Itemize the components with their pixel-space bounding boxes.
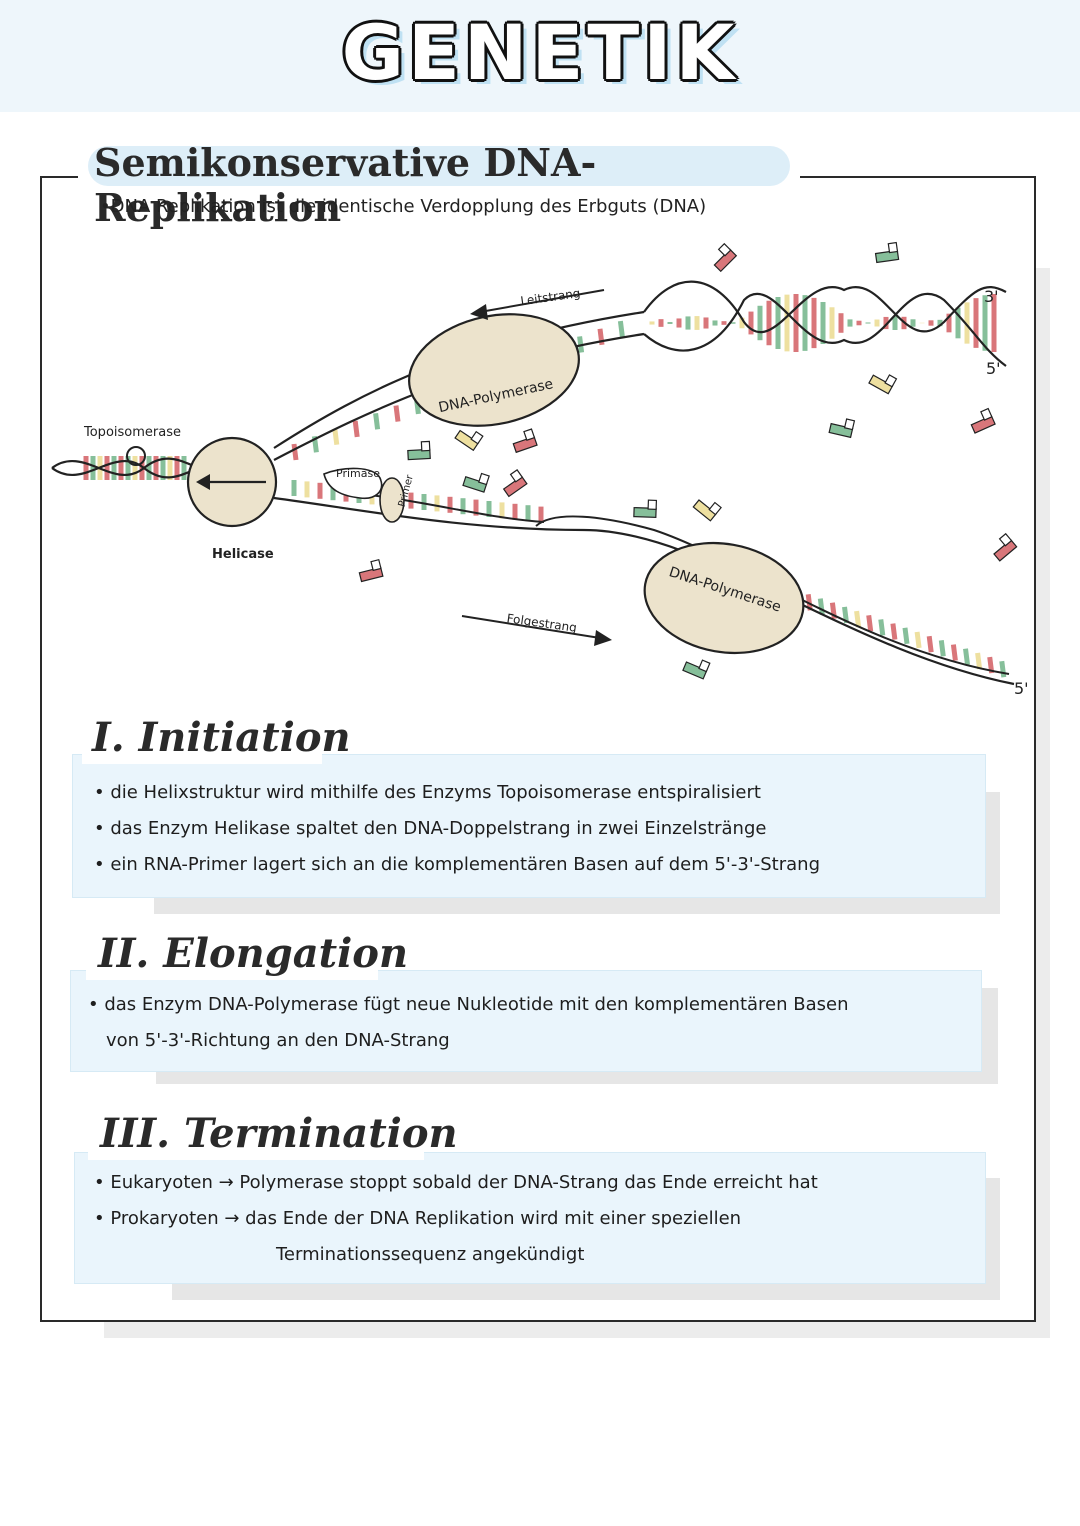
base-pair: [890, 623, 898, 640]
free-nucleotide: [868, 374, 898, 395]
end-5-top-label: 5': [986, 359, 1001, 378]
base-pair: [878, 619, 886, 636]
helicase-arrowhead: [196, 474, 210, 490]
stage-3-line-3: Terminationssequenz angekündigt: [276, 1244, 585, 1265]
base-pair: [902, 627, 910, 645]
base-pair: [950, 644, 958, 661]
base-pair: [332, 428, 340, 445]
stage-2-line-2: von 5'-3'-Richtung an den DNA-Strang: [106, 1030, 450, 1051]
helicase-label: Helicase: [212, 547, 274, 562]
end-3-label: 3': [984, 287, 999, 306]
base-pair: [999, 660, 1007, 678]
folgestrang-label: Folgestrang: [506, 611, 578, 635]
free-nucleotide: [512, 428, 538, 454]
base-pair: [975, 652, 983, 670]
free-nucleotide: [633, 499, 658, 519]
left-helix-strand-a: [51, 457, 195, 476]
stage-3-title: III. Termination: [100, 1110, 458, 1157]
base-pair: [938, 640, 946, 657]
stage-3-line-1: • Eukaryoten → Polymerase stoppt sobald …: [94, 1172, 818, 1193]
primer: [379, 477, 405, 523]
primase: [323, 467, 383, 500]
base-pair: [914, 631, 922, 649]
base-pair: [866, 614, 874, 632]
end-5-bottom-label: 5': [1014, 679, 1029, 698]
free-nucleotide: [407, 440, 431, 461]
base-pair: [926, 635, 934, 653]
stage-3-line-2: • Prokaryoten → das Ende der DNA Replika…: [94, 1208, 742, 1229]
folgestrang-arrowhead: [594, 630, 612, 646]
stage-2-line-1: • das Enzym DNA-Polymerase fügt neue Nuk…: [88, 994, 849, 1015]
base-pair: [373, 412, 381, 430]
base-pair: [854, 610, 862, 628]
page-title: GENETIK: [341, 8, 739, 97]
free-nucleotide: [828, 418, 856, 439]
stage-1-title: I. Initiation: [92, 714, 351, 761]
free-nucleotide: [692, 499, 722, 522]
free-nucleotide: [682, 659, 711, 680]
dna-replication-diagram: Topoisomerase Helicase Primase Primer DN…: [51, 241, 1029, 698]
stage-2-title-backdrop: [86, 932, 378, 980]
base-pair: [393, 405, 401, 422]
free-nucleotide: [874, 241, 900, 264]
free-nucleotide: [713, 242, 738, 273]
stage-1-line-1: • die Helixstruktur wird mithilfe des En…: [94, 782, 761, 803]
section-heading: Semikonservative DNA-Replikation: [94, 140, 597, 230]
stage-1-line-3: • ein RNA-Primer lagert sich an die komp…: [94, 854, 820, 875]
base-pair: [817, 598, 825, 615]
free-nucleotide: [970, 407, 996, 434]
base-pair: [352, 420, 360, 438]
stage-1-box: [72, 754, 986, 898]
base-pair: [291, 443, 299, 461]
header-band: [0, 0, 1080, 112]
right-helix-strand-b: [643, 292, 1007, 367]
stage-1-line-2: • das Enzym Helikase spaltet den DNA-Dop…: [94, 818, 767, 839]
stage-3-title-backdrop: [88, 1112, 424, 1160]
free-nucleotide: [358, 558, 384, 583]
free-nucleotide: [502, 469, 528, 498]
stage-3-box: [74, 1152, 986, 1284]
free-nucleotide: [454, 429, 484, 452]
free-nucleotide: [462, 472, 490, 493]
stage-2-title: II. Elongation: [98, 930, 409, 977]
left-helix-strand-b: [51, 460, 195, 479]
intro-text: •DNA Replikation ist die identische Verd…: [100, 196, 707, 217]
leitstrang-arrowhead: [470, 304, 488, 320]
dna-polymerase-top: [408, 313, 580, 427]
leitstrang-label: Leitstrang: [520, 286, 582, 308]
topoisomerase-ring: [126, 446, 146, 466]
base-pair: [617, 320, 625, 338]
topoisomerase-label: Topoisomerase: [83, 425, 181, 440]
stage-2-box: [70, 970, 982, 1072]
bottom-parent-strand: [273, 496, 1015, 686]
dna-polymerase-bottom: [643, 541, 805, 655]
free-nucleotides: [358, 241, 1018, 680]
base-pair: [963, 648, 970, 666]
free-nucleotide: [993, 532, 1018, 562]
primase-label: Primase: [336, 467, 380, 480]
stage-1-title-backdrop: [82, 716, 322, 764]
leitstrang-arrow: [479, 289, 605, 313]
right-helix-strand-a: [643, 280, 1007, 334]
folgestrang-arrow: [461, 615, 601, 639]
heading-highlight: [88, 146, 790, 186]
